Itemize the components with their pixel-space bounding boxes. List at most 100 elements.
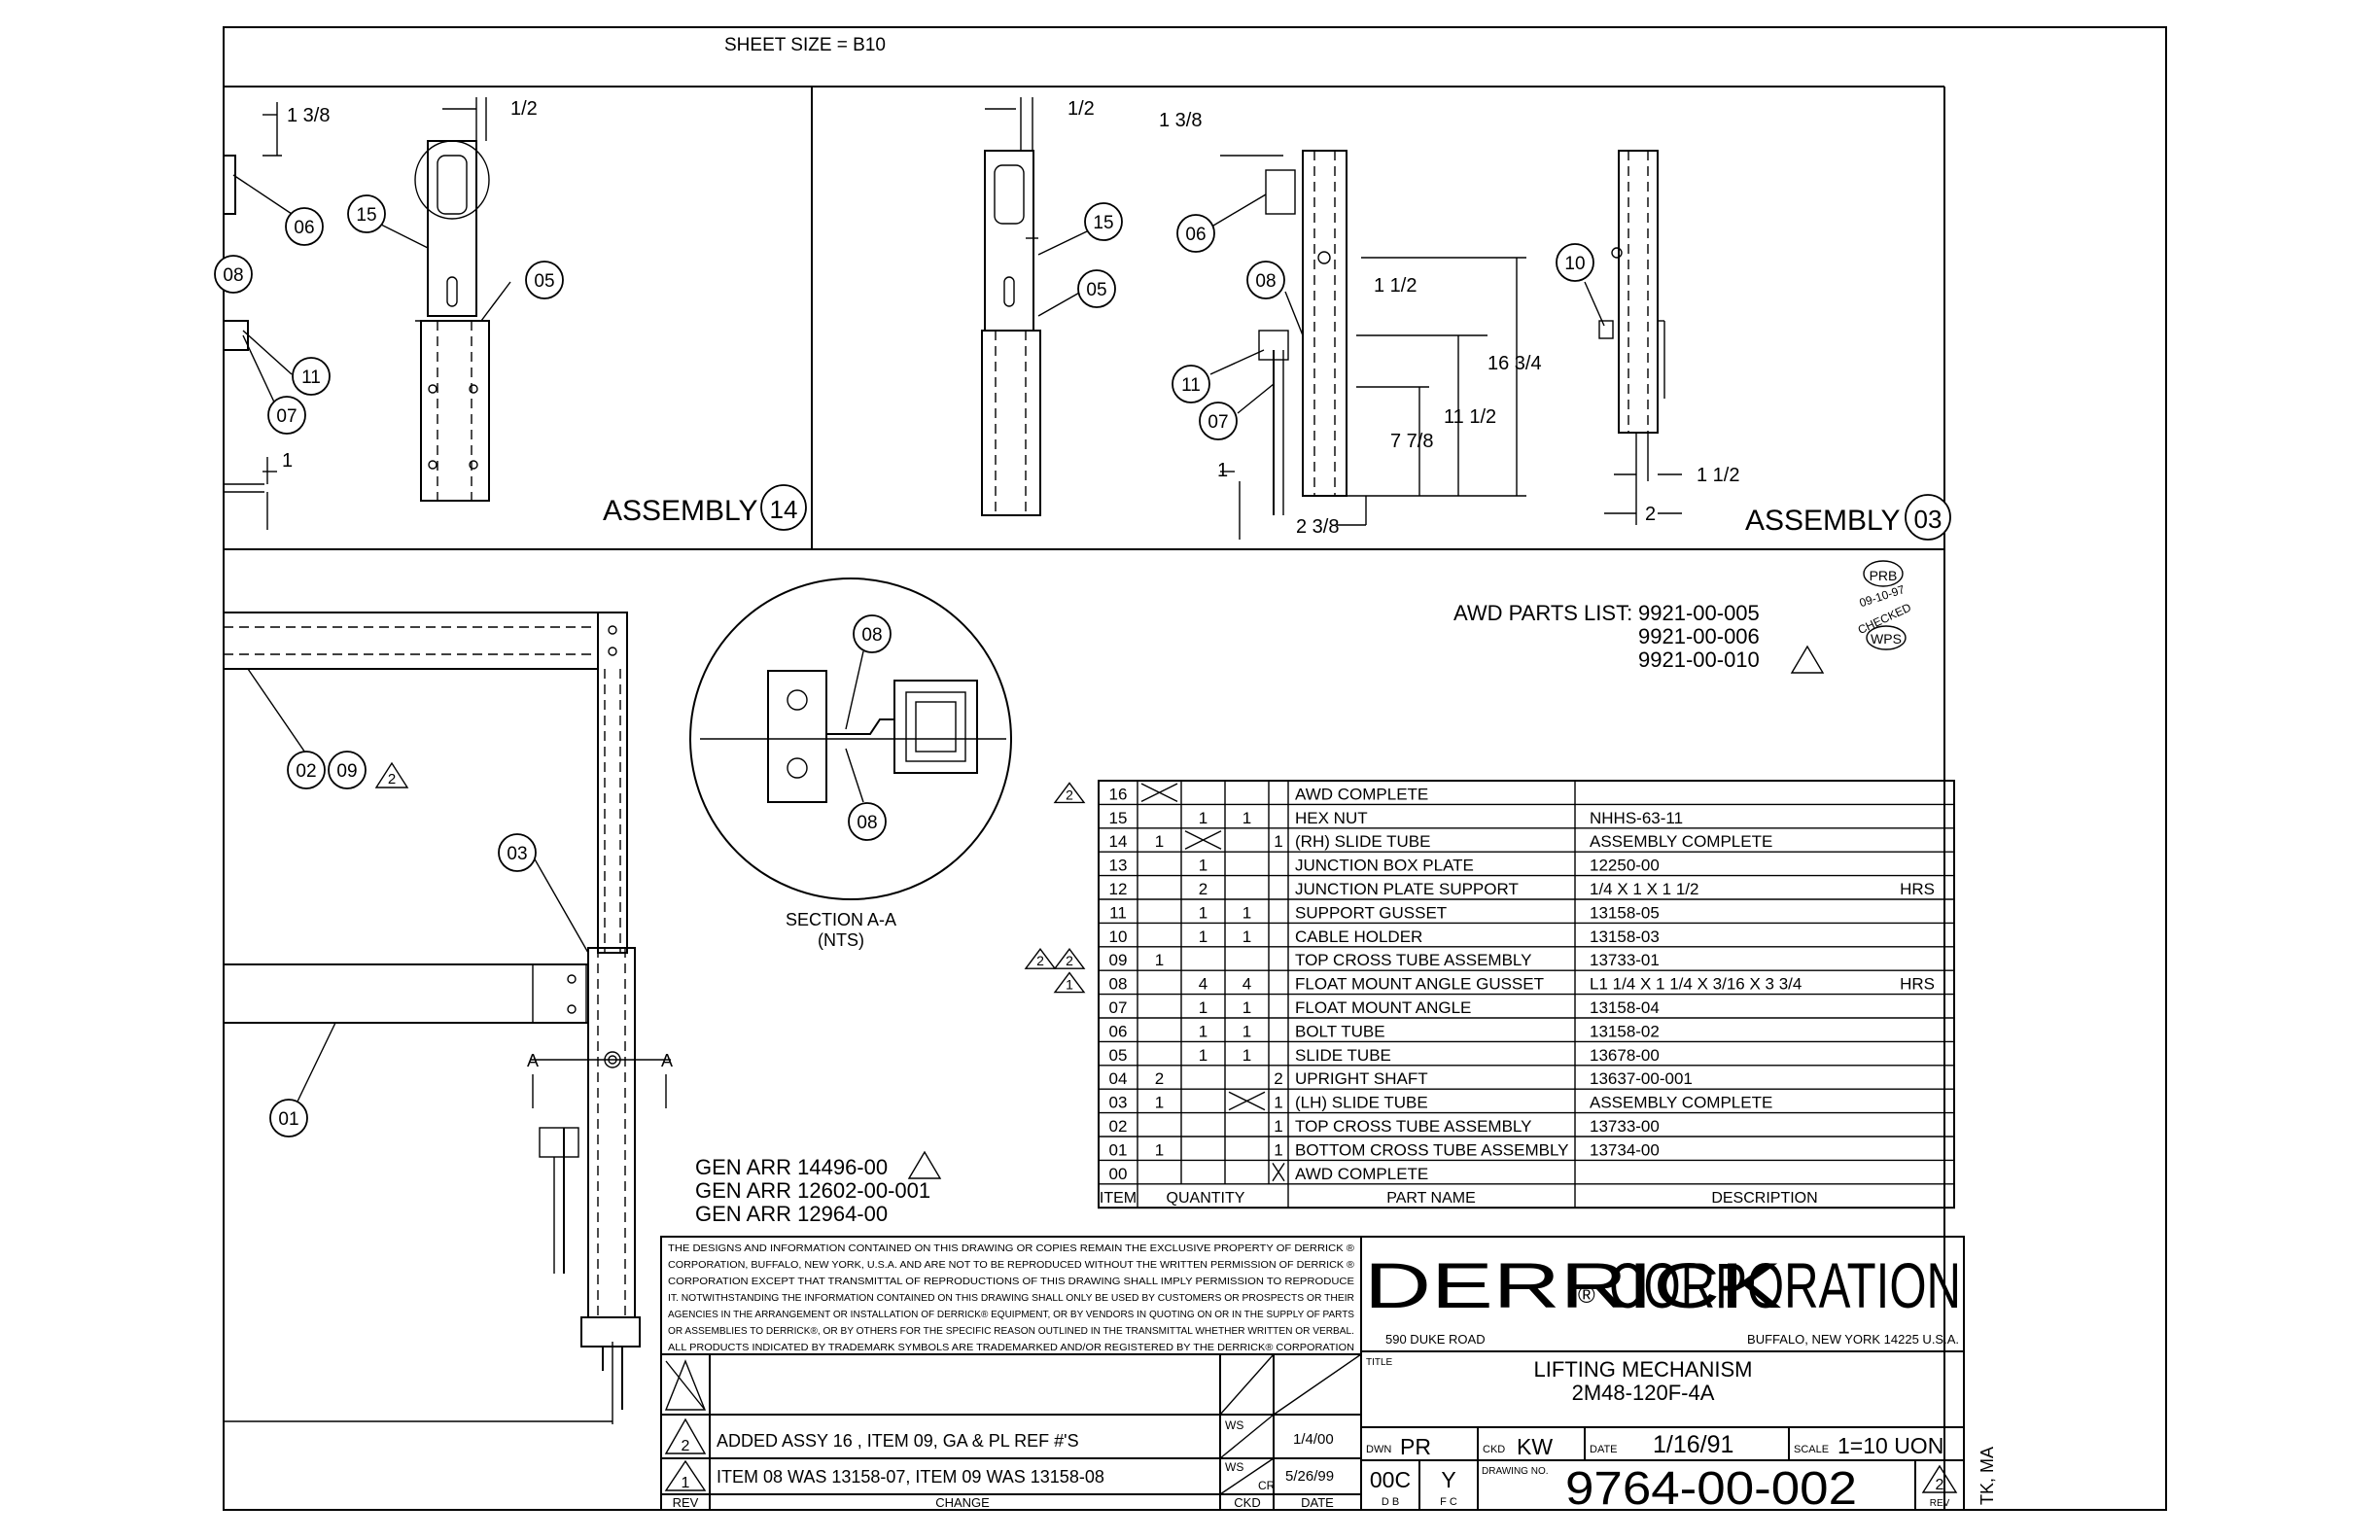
part-name: AWD COMPLETE bbox=[1295, 1165, 1428, 1183]
assembly-14-label: ASSEMBLY bbox=[603, 495, 758, 527]
balloon-section-08-bottom: 08 bbox=[857, 813, 877, 833]
balloon-a14-15: 15 bbox=[356, 205, 376, 226]
part-name: (RH) SLIDE TUBE bbox=[1295, 832, 1431, 851]
part-quantity: 1 bbox=[1274, 832, 1282, 851]
dim-a14-half: 1/2 bbox=[510, 98, 538, 120]
assembly-03-view: 1/2 1 3/8 1 1/2 16 3/4 11 1/2 7 7/8 1 2 … bbox=[981, 97, 1951, 541]
notice-line: IT. NOTWITHSTANDING THE INFORMATION CONT… bbox=[668, 1292, 1354, 1304]
quantity-cross-mark bbox=[1228, 1091, 1266, 1111]
assembly-03-label: ASSEMBLY bbox=[1745, 505, 1901, 537]
part-description: 13678-00 bbox=[1590, 1046, 1660, 1065]
part-name: BOLT TUBE bbox=[1295, 1022, 1385, 1040]
notice-line: ALL PRODUCTS INDICATED BY TRADEMARK SYMB… bbox=[668, 1342, 1354, 1353]
balloon-plan-09: 09 bbox=[336, 761, 357, 782]
balloon-a03-15: 15 bbox=[1093, 213, 1113, 233]
balloon-a14-07: 07 bbox=[276, 406, 297, 427]
part-quantity: 1 bbox=[1155, 1140, 1164, 1159]
quantity-cross-mark bbox=[1184, 830, 1222, 850]
part-item-number: 05 bbox=[1109, 1046, 1128, 1065]
plan-view: A A 02 09 2 03 01 bbox=[224, 612, 673, 1424]
rev-row-1-ckd2: CR bbox=[1258, 1479, 1276, 1492]
balloon-a14-05: 05 bbox=[534, 271, 554, 292]
part-name: FLOAT MOUNT ANGLE bbox=[1295, 998, 1471, 1017]
part-name: FLOAT MOUNT ANGLE GUSSET bbox=[1295, 975, 1544, 994]
header-part-name: PART NAME bbox=[1386, 1190, 1476, 1207]
title-block: THE DESIGNS AND INFORMATION CONTAINED ON… bbox=[660, 1236, 1997, 1515]
part-quantity: 4 bbox=[1199, 975, 1208, 994]
company-name-2: CORPORATION bbox=[1609, 1249, 1961, 1321]
dim-a03-1-3-8: 1 3/8 bbox=[1159, 110, 1202, 131]
ckd-label: CKD bbox=[1483, 1444, 1505, 1455]
part-description: 12250-00 bbox=[1590, 857, 1660, 875]
scale-value: 1=10 UON bbox=[1838, 1433, 1943, 1458]
part-item-number: 00 bbox=[1109, 1165, 1128, 1183]
part-quantity: 1 bbox=[1199, 857, 1208, 875]
part-quantity: 2 bbox=[1274, 1069, 1282, 1088]
plan-rev-triangle: 2 bbox=[388, 771, 396, 788]
part-quantity: 1 bbox=[1155, 832, 1164, 851]
part-name: TOP CROSS TUBE ASSEMBLY bbox=[1295, 951, 1531, 969]
part-description: L1 1/4 X 1 1/4 X 3/16 X 3 3/4 bbox=[1590, 975, 1802, 994]
notice-line: OR ASSEMBLIES TO DERRICK®, OR BY OTHERS … bbox=[668, 1325, 1354, 1337]
part-item-number: 14 bbox=[1109, 832, 1128, 851]
section-a-a: SECTION A-A (NTS) 08 08 bbox=[689, 578, 1012, 950]
company-reg: ® bbox=[1578, 1282, 1595, 1309]
company-name: DERRICK bbox=[1364, 1249, 1782, 1321]
part-quantity: 1 bbox=[1242, 998, 1251, 1017]
notice-text: THE DESIGNS AND INFORMATION CONTAINED ON… bbox=[668, 1242, 1354, 1353]
dim-a14-1-3-8: 1 3/8 bbox=[287, 105, 330, 126]
part-quantity: 1 bbox=[1274, 1094, 1282, 1112]
gen-arr-3: GEN ARR 12964-00 bbox=[695, 1202, 888, 1226]
part-name: JUNCTION BOX PLATE bbox=[1295, 857, 1474, 875]
part-name: CABLE HOLDER bbox=[1295, 928, 1422, 946]
rev-row-2-change: ADDED ASSY 16 , ITEM 09, GA & PL REF #'S bbox=[717, 1431, 1079, 1451]
quantity-cross-mark bbox=[1272, 1163, 1285, 1182]
rev-header-date: DATE bbox=[1301, 1495, 1334, 1510]
rev-header-change: CHANGE bbox=[935, 1495, 990, 1510]
notice-line: CORPORATION, BUFFALO, NEW YORK, U.S.A. A… bbox=[668, 1259, 1354, 1271]
part-item-number: 09 bbox=[1109, 951, 1128, 969]
balloon-a03-08: 08 bbox=[1255, 271, 1276, 292]
section-subtitle: (NTS) bbox=[818, 930, 864, 950]
part-quantity: 1 bbox=[1242, 809, 1251, 827]
part-rev-flag: 2 bbox=[1066, 953, 1073, 968]
part-item-number: 07 bbox=[1109, 998, 1128, 1017]
part-quantity: 2 bbox=[1199, 880, 1208, 898]
dim-a03-half: 1/2 bbox=[1068, 98, 1095, 120]
part-material: HRS bbox=[1900, 880, 1935, 898]
part-item-number: 08 bbox=[1109, 975, 1128, 994]
rev-triangle-icon bbox=[1024, 948, 1057, 969]
balloon-a03-07: 07 bbox=[1208, 412, 1228, 433]
part-name: (LH) SLIDE TUBE bbox=[1295, 1094, 1428, 1112]
balloon-a14-06: 06 bbox=[294, 218, 314, 238]
part-description: 13158-05 bbox=[1590, 903, 1660, 922]
balloon-a03-10: 10 bbox=[1564, 254, 1585, 274]
drawing-number: 9764-00-002 bbox=[1565, 1463, 1857, 1515]
awd-parts-line-2: 9921-00-006 bbox=[1638, 624, 1760, 648]
header-description: DESCRIPTION bbox=[1711, 1190, 1817, 1207]
db-label: D B bbox=[1382, 1496, 1399, 1508]
part-item-number: 10 bbox=[1109, 928, 1128, 946]
part-description: 13637-00-001 bbox=[1590, 1069, 1693, 1088]
part-item-number: 13 bbox=[1109, 857, 1128, 875]
part-description: 13734-00 bbox=[1590, 1140, 1660, 1159]
rev-row-1-change: ITEM 08 WAS 13158-07, ITEM 09 WAS 13158-… bbox=[717, 1467, 1104, 1487]
part-rev-flag-extra: 2 bbox=[1036, 953, 1044, 968]
gen-arr-1: GEN ARR 14496-00 bbox=[695, 1155, 888, 1179]
stamp-bottom: WPS bbox=[1871, 631, 1902, 647]
part-rev-flag: 2 bbox=[1066, 787, 1073, 802]
approval-stamp: PRB 09-10-97 CHECKED WPS bbox=[1856, 560, 1913, 650]
header-item: ITEM bbox=[1100, 1190, 1137, 1207]
dim-a03-1-1-2-b: 1 1/2 bbox=[1697, 465, 1739, 486]
dwn-label: DWN bbox=[1366, 1444, 1391, 1455]
notice-line: AGENCIES IN THE ARRANGEMENT OR INSTALLAT… bbox=[668, 1309, 1354, 1320]
part-item-number: 02 bbox=[1109, 1117, 1128, 1136]
rev-triangle-icon bbox=[1053, 782, 1086, 804]
drawing-title: LIFTING MECHANISM bbox=[1534, 1357, 1753, 1382]
part-description: ASSEMBLY COMPLETE bbox=[1590, 832, 1772, 851]
part-quantity: 1 bbox=[1199, 1046, 1208, 1065]
part-description: NHHS-63-11 bbox=[1590, 809, 1683, 827]
part-quantity: 1 bbox=[1155, 951, 1164, 969]
part-description: 13733-00 bbox=[1590, 1117, 1660, 1136]
notice-line: CORPORATION EXCEPT THAT TRANSMITTAL OF R… bbox=[668, 1276, 1354, 1287]
